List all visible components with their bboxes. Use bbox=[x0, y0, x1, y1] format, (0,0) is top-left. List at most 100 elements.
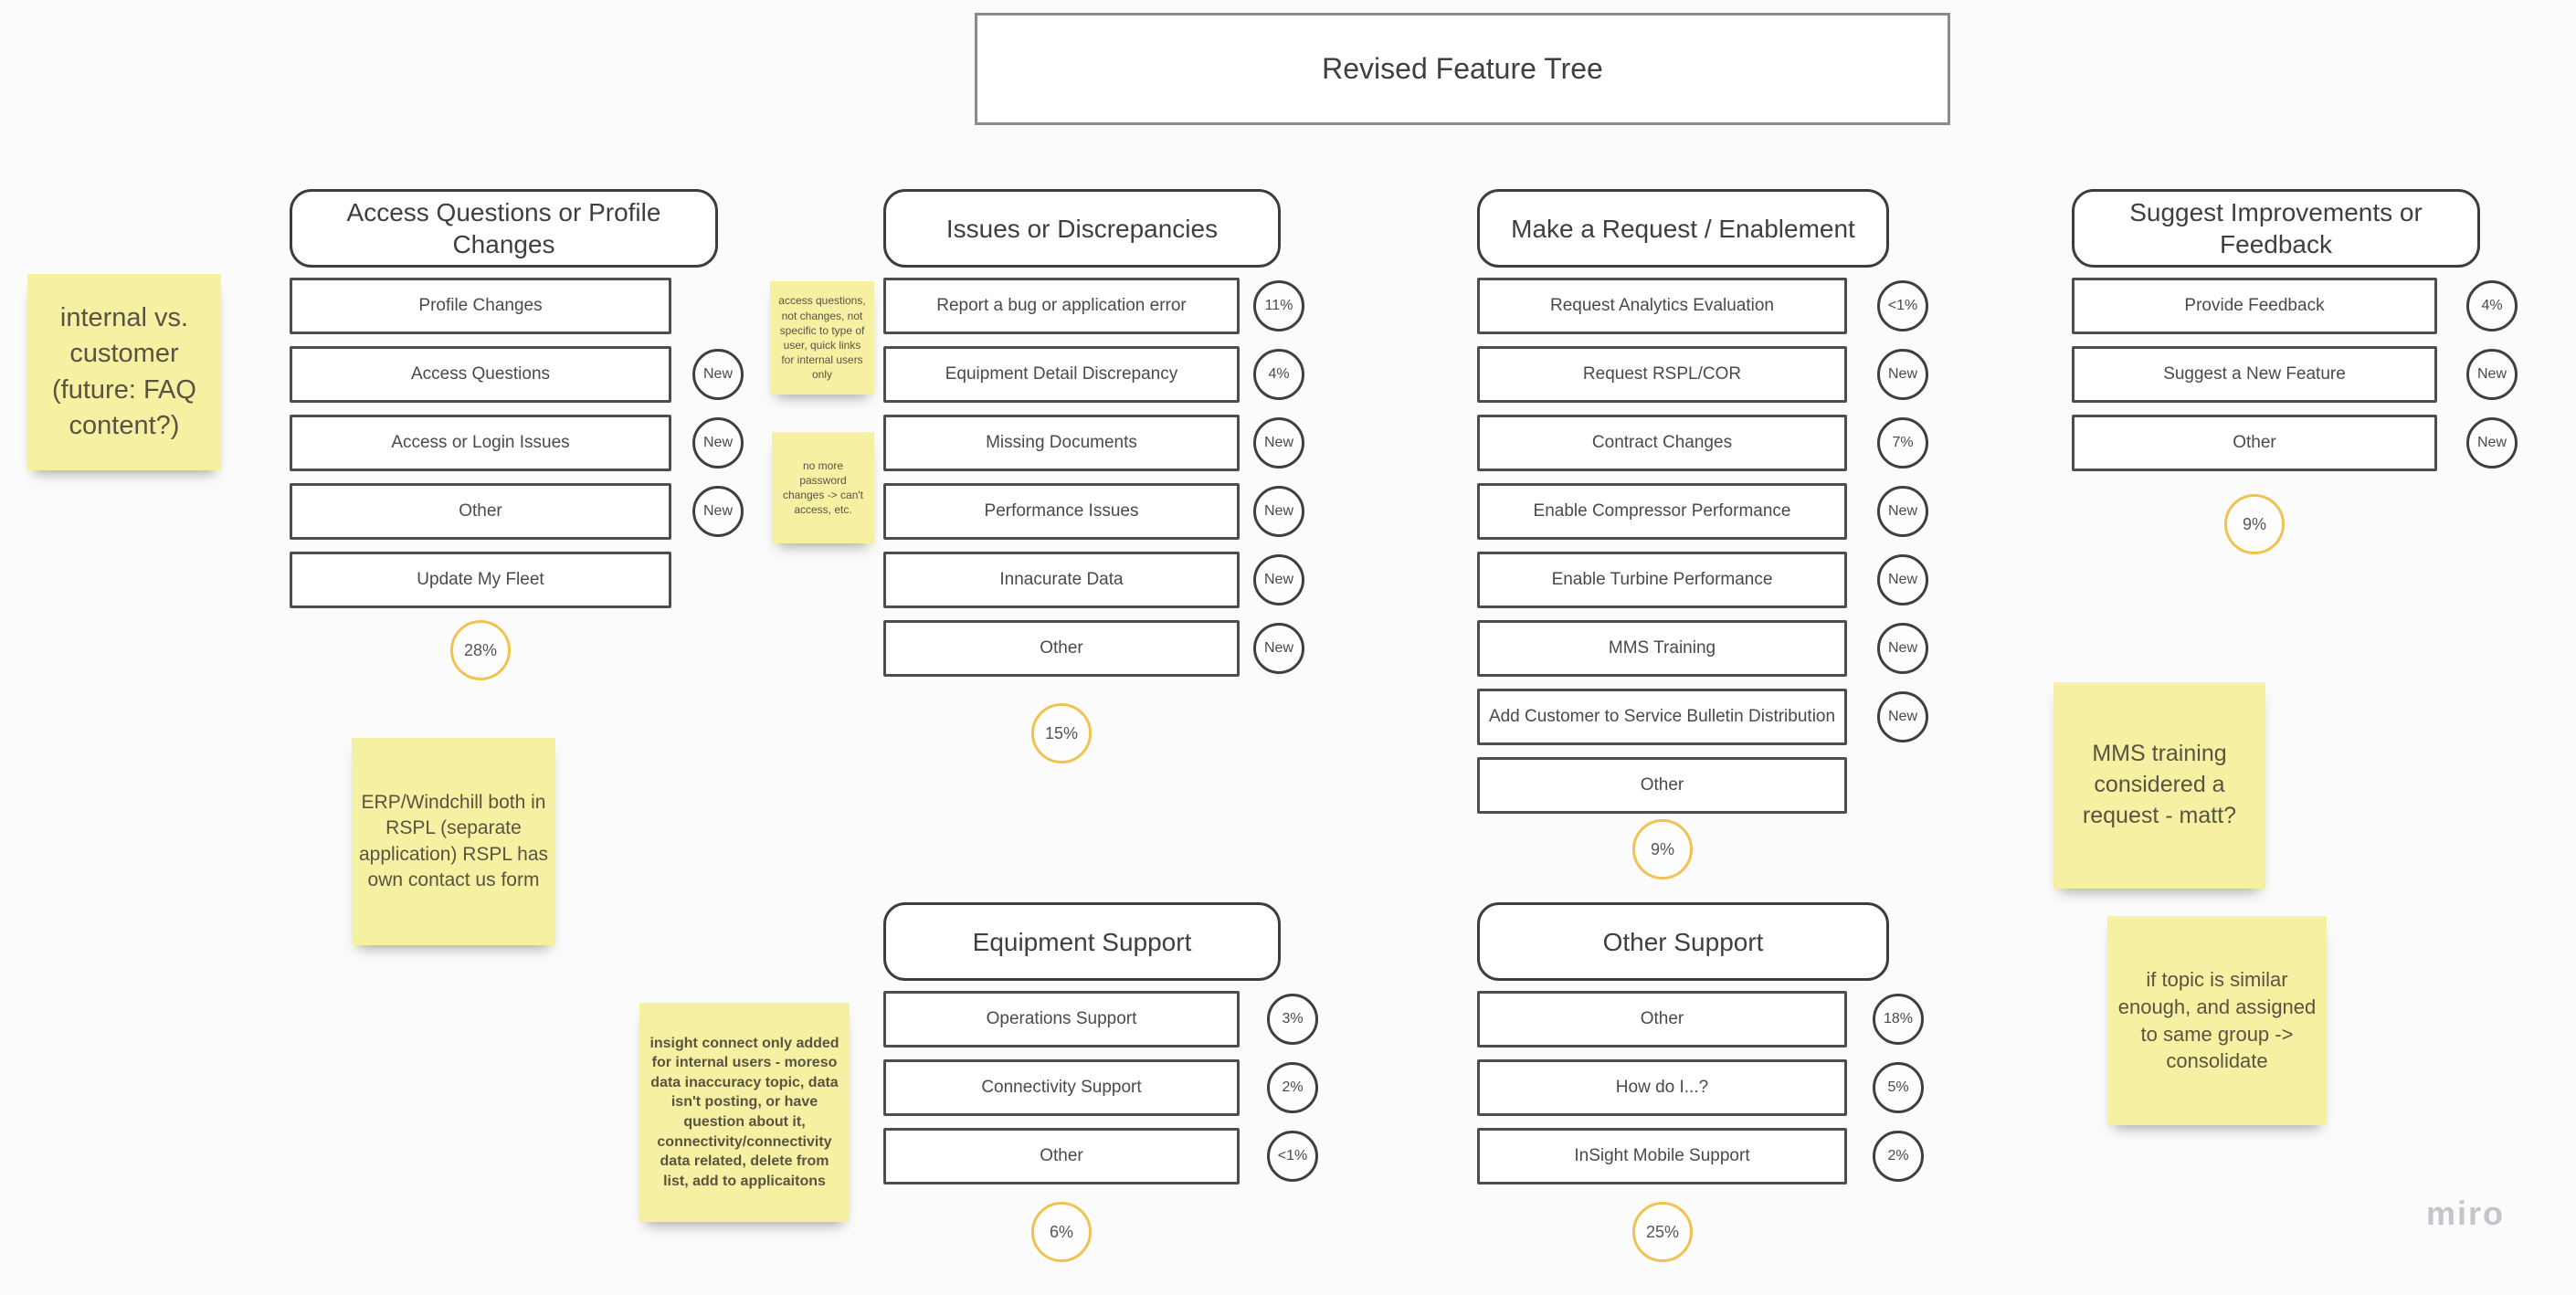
feature-box[interactable]: Add Customer to Service Bulletin Distrib… bbox=[1477, 689, 1847, 745]
feature-box[interactable]: How do I...? bbox=[1477, 1059, 1847, 1116]
sticky-note-access-note[interactable]: access questions, not changes, not speci… bbox=[770, 281, 874, 395]
feature-row: MMS Training New bbox=[1477, 620, 1932, 677]
group-header-access[interactable]: Access Questions or Profile Changes bbox=[290, 189, 718, 268]
sticky-note-consolidate[interactable]: if topic is similar enough, and assigned… bbox=[2107, 916, 2327, 1125]
percent-badge[interactable]: 2% bbox=[1267, 1062, 1318, 1113]
feature-row: Access Questions New bbox=[290, 346, 747, 403]
feature-row: Access or Login Issues New bbox=[290, 415, 747, 471]
feature-box[interactable]: Other bbox=[1477, 991, 1847, 1048]
group-header-label: Other Support bbox=[1602, 927, 1764, 956]
new-badge[interactable]: New bbox=[1253, 417, 1304, 469]
new-badge[interactable]: New bbox=[2466, 349, 2518, 400]
feature-box[interactable]: Other bbox=[883, 620, 1240, 677]
percent-badge[interactable]: 7% bbox=[1877, 417, 1928, 469]
feature-box[interactable]: Innacurate Data bbox=[883, 552, 1240, 608]
group-header-equipment[interactable]: Equipment Support bbox=[883, 902, 1281, 981]
sticky-note-insight[interactable]: insight connect only added for internal … bbox=[639, 1003, 850, 1222]
group-header-label: Issues or Discrepancies bbox=[945, 214, 1219, 243]
percent-badge[interactable]: 4% bbox=[2466, 280, 2518, 332]
feature-box[interactable]: Enable Turbine Performance bbox=[1477, 552, 1847, 608]
new-badge[interactable]: New bbox=[1877, 486, 1928, 537]
feature-row: Enable Turbine Performance New bbox=[1477, 552, 1932, 608]
feature-label: Other bbox=[1040, 1146, 1083, 1165]
feature-box[interactable]: Connectivity Support bbox=[883, 1059, 1240, 1116]
feature-label: Report a bug or application error bbox=[936, 296, 1187, 315]
feature-box[interactable]: Access or Login Issues bbox=[290, 415, 671, 471]
group-header-othersupport[interactable]: Other Support bbox=[1477, 902, 1889, 981]
percent-badge[interactable]: 2% bbox=[1873, 1131, 1924, 1182]
feature-box[interactable]: MMS Training bbox=[1477, 620, 1847, 677]
feature-box[interactable]: Operations Support bbox=[883, 991, 1240, 1048]
percent-badge[interactable]: 5% bbox=[1873, 1062, 1924, 1113]
new-badge[interactable]: New bbox=[1253, 486, 1304, 537]
feature-box[interactable]: Performance Issues bbox=[883, 483, 1240, 540]
group-header-request[interactable]: Make a Request / Enablement bbox=[1477, 189, 1889, 268]
group-total-badge[interactable]: 6% bbox=[1031, 1202, 1092, 1262]
sticky-note-text: no more password changes -> can't access… bbox=[782, 458, 863, 517]
group-total-badge[interactable]: 25% bbox=[1632, 1202, 1693, 1262]
feature-label: Operations Support bbox=[986, 1009, 1137, 1028]
feature-label: Other bbox=[1040, 638, 1083, 658]
feature-box[interactable]: Enable Compressor Performance bbox=[1477, 483, 1847, 540]
new-badge[interactable]: New bbox=[1877, 349, 1928, 400]
sticky-note-password-note[interactable]: no more password changes -> can't access… bbox=[772, 432, 874, 543]
new-badge[interactable]: New bbox=[1877, 554, 1928, 605]
new-badge[interactable]: New bbox=[2466, 417, 2518, 469]
new-badge[interactable]: New bbox=[1253, 554, 1304, 605]
feature-box[interactable]: Profile Changes bbox=[290, 278, 671, 334]
group-header-label: Make a Request / Enablement bbox=[1511, 214, 1855, 243]
feature-row: Request RSPL/COR New bbox=[1477, 346, 1932, 403]
feature-box[interactable]: Request Analytics Evaluation bbox=[1477, 278, 1847, 334]
board-title-shape[interactable]: Revised Feature Tree bbox=[975, 13, 1950, 125]
feature-box[interactable]: Other bbox=[1477, 757, 1847, 814]
feature-label: Other bbox=[1640, 775, 1684, 795]
feature-row: Profile Changes bbox=[290, 278, 747, 334]
feature-box[interactable]: Other bbox=[883, 1128, 1240, 1184]
feature-box[interactable]: Other bbox=[290, 483, 671, 540]
feature-box[interactable]: Report a bug or application error bbox=[883, 278, 1240, 334]
feature-row: Suggest a New Feature New bbox=[2072, 346, 2521, 403]
feature-row: Add Customer to Service Bulletin Distrib… bbox=[1477, 689, 1932, 745]
feature-label: Update My Fleet bbox=[417, 570, 544, 589]
new-badge[interactable]: New bbox=[692, 417, 744, 469]
group-header-label: Access Questions or Profile Changes bbox=[346, 198, 661, 258]
new-badge[interactable]: New bbox=[1877, 691, 1928, 742]
group-total-badge[interactable]: 15% bbox=[1031, 703, 1092, 763]
feature-box[interactable]: Contract Changes bbox=[1477, 415, 1847, 471]
percent-badge[interactable]: 4% bbox=[1253, 349, 1304, 400]
new-badge[interactable]: New bbox=[1877, 623, 1928, 674]
new-badge[interactable]: New bbox=[1253, 623, 1304, 674]
feature-box[interactable]: Other bbox=[2072, 415, 2437, 471]
sticky-note-erp[interactable]: ERP/Windchill both in RSPL (separate app… bbox=[352, 738, 555, 945]
percent-badge[interactable]: <1% bbox=[1877, 280, 1928, 332]
percent-badge[interactable]: 11% bbox=[1253, 280, 1304, 332]
sticky-note-internal[interactable]: internal vs. customer (future: FAQ conte… bbox=[27, 274, 221, 470]
group-header-feedback[interactable]: Suggest Improvements or Feedback bbox=[2072, 189, 2480, 268]
group-total-badge[interactable]: 9% bbox=[1632, 819, 1693, 879]
feature-box[interactable]: Equipment Detail Discrepancy bbox=[883, 346, 1240, 403]
feature-box[interactable]: InSight Mobile Support bbox=[1477, 1128, 1847, 1184]
sticky-note-mms[interactable]: MMS training considered a request - matt… bbox=[2053, 682, 2265, 889]
feature-box[interactable]: Update My Fleet bbox=[290, 552, 671, 608]
feature-label: Connectivity Support bbox=[981, 1078, 1142, 1097]
group-header-issues[interactable]: Issues or Discrepancies bbox=[883, 189, 1281, 268]
feature-label: Contract Changes bbox=[1591, 433, 1733, 452]
feature-box[interactable]: Missing Documents bbox=[883, 415, 1240, 471]
group-total-badge[interactable]: 9% bbox=[2224, 494, 2285, 554]
feature-label: InSight Mobile Support bbox=[1574, 1146, 1750, 1165]
feature-label: Access or Login Issues bbox=[391, 433, 570, 452]
new-badge[interactable]: New bbox=[692, 486, 744, 537]
feature-box[interactable]: Provide Feedback bbox=[2072, 278, 2437, 334]
percent-badge[interactable]: <1% bbox=[1267, 1131, 1318, 1182]
percent-badge[interactable]: 18% bbox=[1873, 994, 1924, 1045]
feature-box[interactable]: Request RSPL/COR bbox=[1477, 346, 1847, 403]
sticky-note-text: ERP/Windchill both in RSPL (separate app… bbox=[359, 791, 549, 890]
percent-badge[interactable]: 3% bbox=[1267, 994, 1318, 1045]
group-total-badge[interactable]: 28% bbox=[450, 620, 511, 680]
feature-box[interactable]: Suggest a New Feature bbox=[2072, 346, 2437, 403]
new-badge[interactable]: New bbox=[692, 349, 744, 400]
feature-box[interactable]: Access Questions bbox=[290, 346, 671, 403]
feature-label: MMS Training bbox=[1608, 638, 1716, 658]
